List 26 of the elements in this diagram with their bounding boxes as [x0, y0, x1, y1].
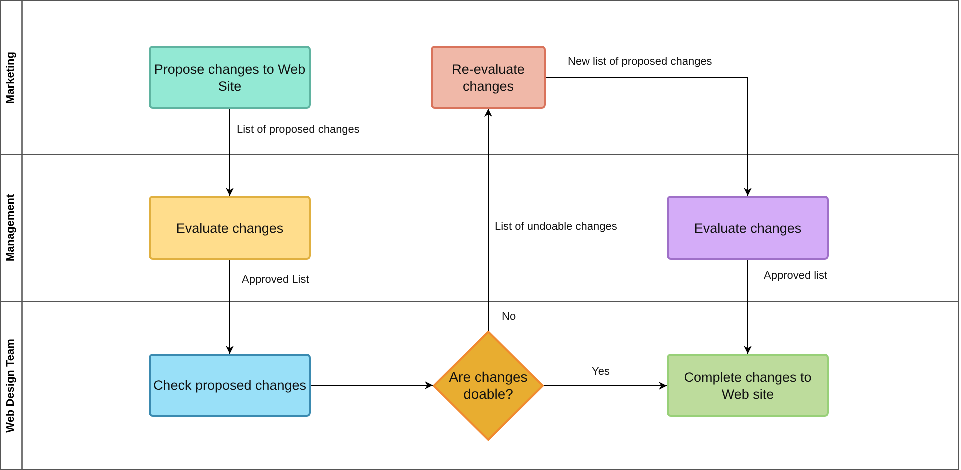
lane-title: Web Design Team	[5, 338, 17, 432]
decision-diamond: Are changes doable?	[433, 331, 544, 441]
edge-label: New list of proposed changes	[567, 56, 714, 68]
arrow	[546, 77, 752, 196]
edge-label: Approved List	[241, 274, 310, 286]
arrow	[226, 108, 234, 196]
process-box: Check proposed changes	[149, 354, 311, 417]
process-box: Evaluate changes	[667, 196, 829, 260]
edge-label: Approved list	[763, 270, 829, 282]
arrow	[484, 108, 492, 332]
edge-label: List of proposed changes	[236, 124, 361, 136]
arrow	[744, 260, 752, 354]
edge-label: No	[501, 311, 518, 323]
process-box: Re-evaluate changes	[431, 46, 546, 109]
edge-label: Yes	[591, 366, 611, 378]
swimlane	[0, 301, 959, 470]
process-box: Evaluate changes	[149, 196, 311, 260]
swimlane	[0, 154, 959, 302]
arrow	[544, 382, 668, 390]
arrow	[226, 260, 234, 354]
flow-note: List of undoable changes	[494, 221, 618, 233]
process-box: Complete changes to Web site	[667, 354, 829, 417]
lane-title: Management	[5, 194, 17, 262]
arrow	[310, 382, 434, 390]
lane-title: Marketing	[5, 52, 17, 104]
process-box: Propose changes to Web Site	[149, 46, 311, 109]
